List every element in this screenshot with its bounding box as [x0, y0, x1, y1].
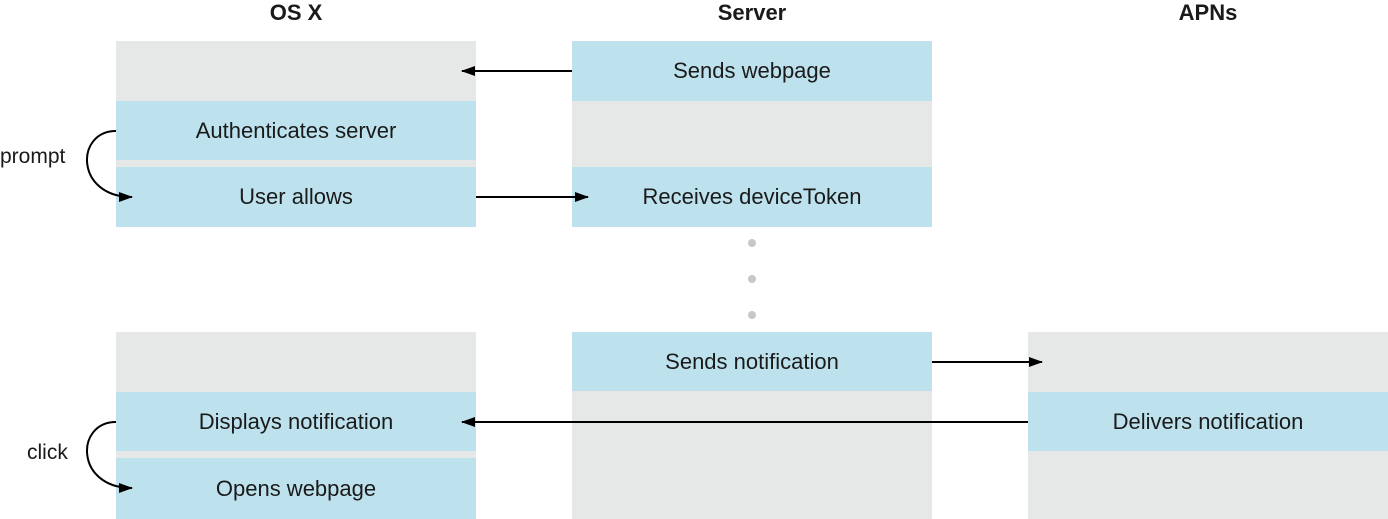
step-sends-webpage: Sends webpage [572, 41, 932, 101]
column-title-osx: OS X [269, 0, 323, 25]
step-delivers-notification: Delivers notification [1028, 392, 1388, 451]
prompt-label: prompt [0, 145, 66, 168]
step-label: Sends webpage [673, 58, 831, 83]
step-label: Delivers notification [1112, 408, 1304, 434]
step-label: Authenticates server [195, 117, 397, 143]
column-title-apns: APNs [1178, 0, 1238, 25]
step-user-allows: User allows [116, 167, 476, 227]
step-label: Opens webpage [215, 475, 377, 501]
step-opens-webpage: Opens webpage [116, 458, 476, 519]
click-label: click [27, 441, 68, 464]
step-displays-notification: Displays notification [116, 392, 476, 451]
step-label: Receives deviceToken [642, 184, 862, 209]
step-label: User allows [239, 184, 353, 209]
column-title-server: Server [717, 0, 787, 25]
step-receives-device-token: Receives deviceToken [572, 167, 932, 227]
prompt-loop-arrow [86, 130, 133, 202]
continuation-dot [748, 275, 756, 283]
step-label: Displays notification [198, 408, 394, 434]
continuation-dot [748, 239, 756, 247]
step-label: Sends notification [665, 348, 839, 374]
click-loop-arrow [86, 421, 133, 493]
step-authenticates-server: Authenticates server [116, 101, 476, 160]
continuation-dot [748, 311, 756, 319]
step-sends-notification: Sends notification [572, 332, 932, 391]
